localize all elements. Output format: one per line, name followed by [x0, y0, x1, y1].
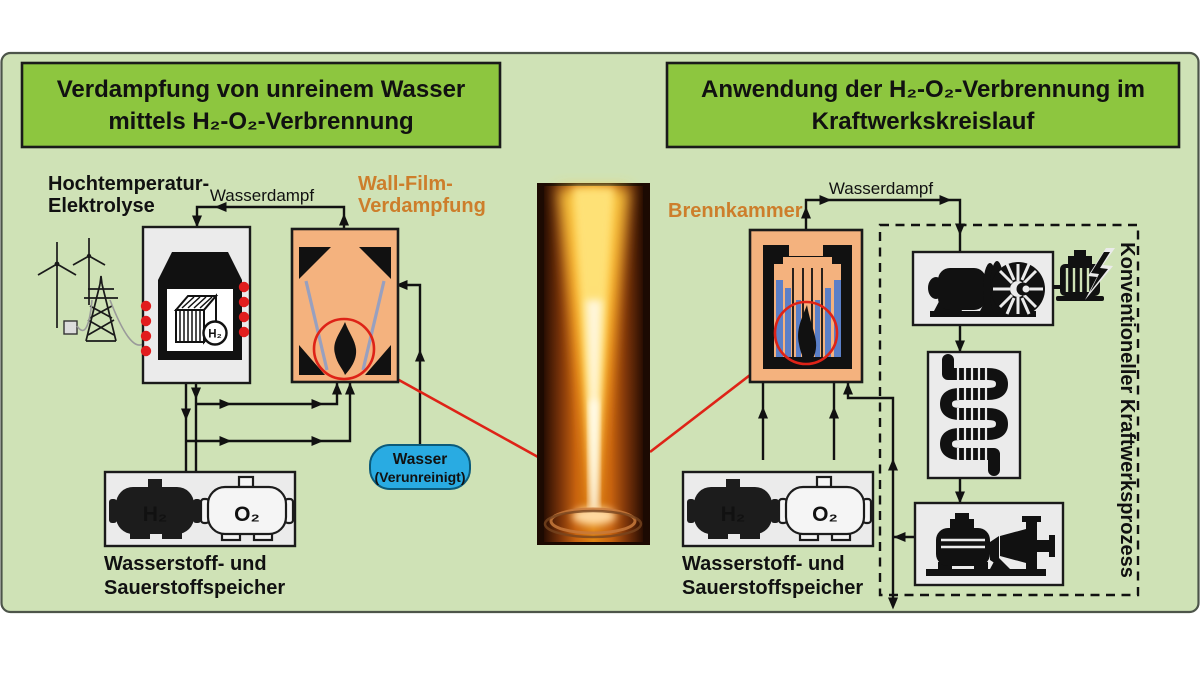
steam-turbine-icon: [928, 261, 1045, 317]
impure-water-bubble: Wasser (Verunreinigt): [369, 444, 471, 490]
electrolyzer-red-ports: [140, 281, 250, 357]
water-bubble-line1: Wasser: [393, 451, 448, 468]
left-title-line1: Verdampfung von unreinem Wasser: [57, 76, 466, 103]
conventional-process-label: Konventioneller Kraftwerksprozess: [1116, 242, 1138, 578]
combustion-flame-photo: [537, 183, 650, 545]
right-title-box: Anwendung der H₂-O₂-Verbrennung im Kraft…: [665, 61, 1181, 149]
steam-turbine-unit: [911, 248, 1115, 327]
right-title-line2: Kraftwerkskreislauf: [812, 108, 1036, 135]
conventional-process-dashed-border: [878, 223, 1140, 597]
electrolyzer-unit: H₂: [140, 225, 252, 385]
pump-icon: [926, 513, 1055, 576]
left-h2-tank-label: H₂: [143, 503, 168, 526]
right-storage-label-line2: Sauerstoffspeicher: [682, 577, 863, 599]
renewable-power-icons: [37, 238, 144, 346]
combustion-chamber-icon: [763, 245, 852, 369]
left-o2-tank-label: O₂: [234, 503, 260, 526]
left-zoom-circle: [312, 317, 376, 381]
electrolyzer-label-line2: Elektrolyse: [48, 195, 155, 217]
feedwater-pump-unit: [913, 501, 1065, 587]
water-bubble-line2: (Verunreinigt): [374, 469, 465, 485]
h2-tank-icon: H₂: [687, 479, 779, 539]
right-zoom-circle: [773, 300, 839, 366]
chamber-flame-icon: [798, 305, 817, 368]
o2-tank-icon: O₂: [199, 475, 295, 542]
generator-icon: [1056, 248, 1115, 301]
combustion-chamber-unit: [748, 228, 864, 384]
heat-exchanger-icon: [940, 354, 1008, 476]
left-steam-label: Wasserdampf: [210, 186, 315, 205]
left-storage-label-line1: Wasserstoff- und: [104, 553, 267, 575]
right-storage-unit: H₂ O₂: [681, 470, 875, 548]
right-storage-label-line1: Wasserstoff- und: [682, 553, 845, 575]
left-storage-unit: H₂ O₂: [103, 470, 297, 548]
power-pylon-icon: [84, 275, 118, 342]
electrolyzer-label-line1: Hochtemperatur-: [48, 173, 209, 195]
evaporator-label-line1: Wall-Film-: [358, 173, 453, 195]
left-title-box: Verdampfung von unreinem Wasser mittels …: [20, 61, 502, 149]
evaporator-nozzle-icon: [299, 247, 391, 375]
electrolyzer-h2-badge: H₂: [208, 329, 221, 341]
right-h2-tank-label: H₂: [721, 503, 746, 526]
left-storage-label-line2: Sauerstoffspeicher: [104, 577, 285, 599]
electrolyzer-stack-icon: H₂: [140, 252, 250, 360]
evaporator-label-line2: Verdampfung: [358, 195, 486, 217]
left-title-line2: mittels H₂-O₂-Verbrennung: [108, 108, 413, 135]
grid-node-icon: [63, 320, 78, 335]
heat-exchanger-unit: [926, 350, 1022, 480]
evaporator-flame-icon: [334, 322, 357, 375]
right-steam-label: Wasserdampf: [829, 179, 934, 198]
combustor-label: Brennkammer: [668, 200, 803, 222]
wall-film-evaporator: [290, 227, 400, 384]
right-title-line1: Anwendung der H₂-O₂-Verbrennung im: [701, 76, 1145, 103]
right-o2-tank-label: O₂: [812, 503, 838, 526]
wind-turbine-icon: [37, 238, 106, 328]
h2-tank-icon: H₂: [109, 479, 201, 539]
o2-tank-icon: O₂: [777, 475, 873, 542]
